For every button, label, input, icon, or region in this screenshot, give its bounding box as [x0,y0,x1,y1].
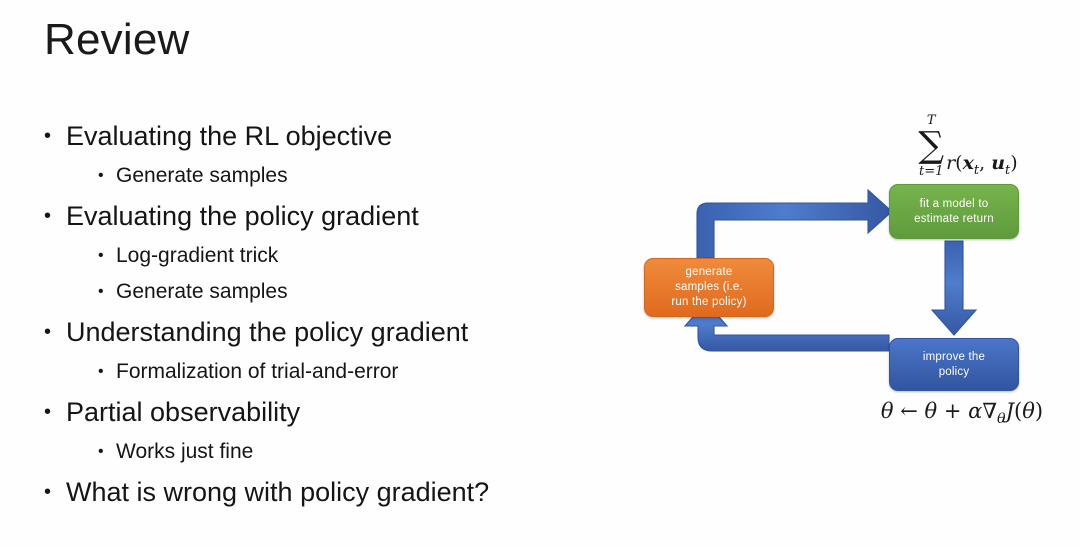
node-fit-model-line-2: estimate return [914,212,994,225]
paren-close: ) [1010,152,1018,175]
bullet-text: Works just fine [116,440,254,463]
node-generate-samples-line-2: samples (i.e. [675,281,743,293]
node-improve-policy[interactable]: improve the policy [889,338,1019,391]
theta-rhs: θ [924,399,938,423]
arrow-samples-to-fit [696,188,893,259]
sigma-icon: ∑ [918,125,945,166]
rl-anatomy-diagram: T ∑ t=1 r(xt, ut) fit a model to estimat… [620,86,1072,446]
bullet-item: • What is wrong with policy gradient? [40,470,630,514]
bullet-marker-icon: • [44,401,52,423]
policy-update-formula: θ ← θ + α∇θJ(θ) [852,399,1072,427]
arrow-fit-to-improve [930,240,978,336]
bullet-item: • Generate samples [40,158,630,194]
arrow-improve-to-samples [683,301,890,352]
bullet-marker-icon: • [44,205,52,227]
diagram-arrows [683,188,978,352]
bullet-text: Understanding the policy gradient [66,317,469,347]
bullet-text: What is wrong with policy gradient? [66,477,490,507]
bullet-text: Formalization of trial-and-error [116,360,399,383]
node-fit-model[interactable]: fit a model to estimate return [889,184,1019,239]
bullet-marker-icon: • [98,247,104,264]
bullet-text: Log-gradient trick [116,244,279,267]
bullet-text: Generate samples [116,164,288,187]
bullet-marker-icon: • [98,443,104,460]
reward-term: r(xt, ut) [946,152,1018,178]
action-u-subscript: t [1005,163,1011,178]
nabla-icon: ∇ [982,399,998,423]
paren-close: ) [1034,399,1044,423]
alpha-step-size: α [968,399,983,423]
bullet-list: • Evaluating the RL objective • Generate… [40,114,630,514]
node-generate-samples-line-3: run the policy) [671,296,747,308]
bullet-text: Evaluating the policy gradient [66,201,419,231]
node-generate-samples[interactable]: generate samples (i.e. run the policy) [644,258,774,317]
comma: , [979,152,992,175]
action-u: u [991,152,1006,175]
bullet-item: • Generate samples [40,274,630,310]
bullet-text: Partial observability [66,397,301,427]
bullet-marker-icon: • [44,481,52,503]
node-improve-policy-line-1: improve the [922,350,986,363]
return-formula: T ∑ t=1 r(xt, ut) [888,100,1048,178]
bullet-text: Evaluating the RL objective [66,121,393,151]
theta-lhs: θ [880,399,894,423]
reward-r: r [946,152,956,175]
bullet-marker-icon: • [98,363,104,380]
bullet-item: • Formalization of trial-and-error [40,354,630,390]
bullet-item: • Log-gradient trick [40,238,630,274]
assign-arrow-icon: ← [900,399,918,423]
nabla-subscript: θ [997,411,1006,428]
bullet-item: • Works just fine [40,434,630,470]
bullet-item: • Understanding the policy gradient [40,310,630,354]
node-fit-model-line-1: fit a model to [919,197,989,210]
node-improve-policy-line-2: policy [938,365,970,378]
paren-open: ( [1014,399,1023,423]
bullet-text: Generate samples [116,280,288,303]
bullet-item: • Partial observability [40,390,630,434]
bullet-marker-icon: • [98,283,104,300]
objective-J: J [1005,399,1015,423]
page-title: Review [44,15,190,64]
bullet-marker-icon: • [98,167,104,184]
paren-open: ( [955,152,963,175]
state-x-subscript: t [973,163,980,178]
bullet-marker-icon: • [44,321,52,343]
sum-lower-limit: t=1 [919,164,944,179]
node-generate-samples-line-1: generate [685,266,733,278]
sum-upper-limit: T [926,113,936,128]
bullet-marker-icon: • [44,125,52,147]
summation-symbol: T ∑ t=1 [918,114,944,178]
plus-sign: + [943,399,962,423]
bullet-item: • Evaluating the RL objective [40,114,630,158]
theta-arg: θ [1022,399,1035,423]
bullet-item: • Evaluating the policy gradient [40,194,630,238]
state-x: x [962,152,974,175]
